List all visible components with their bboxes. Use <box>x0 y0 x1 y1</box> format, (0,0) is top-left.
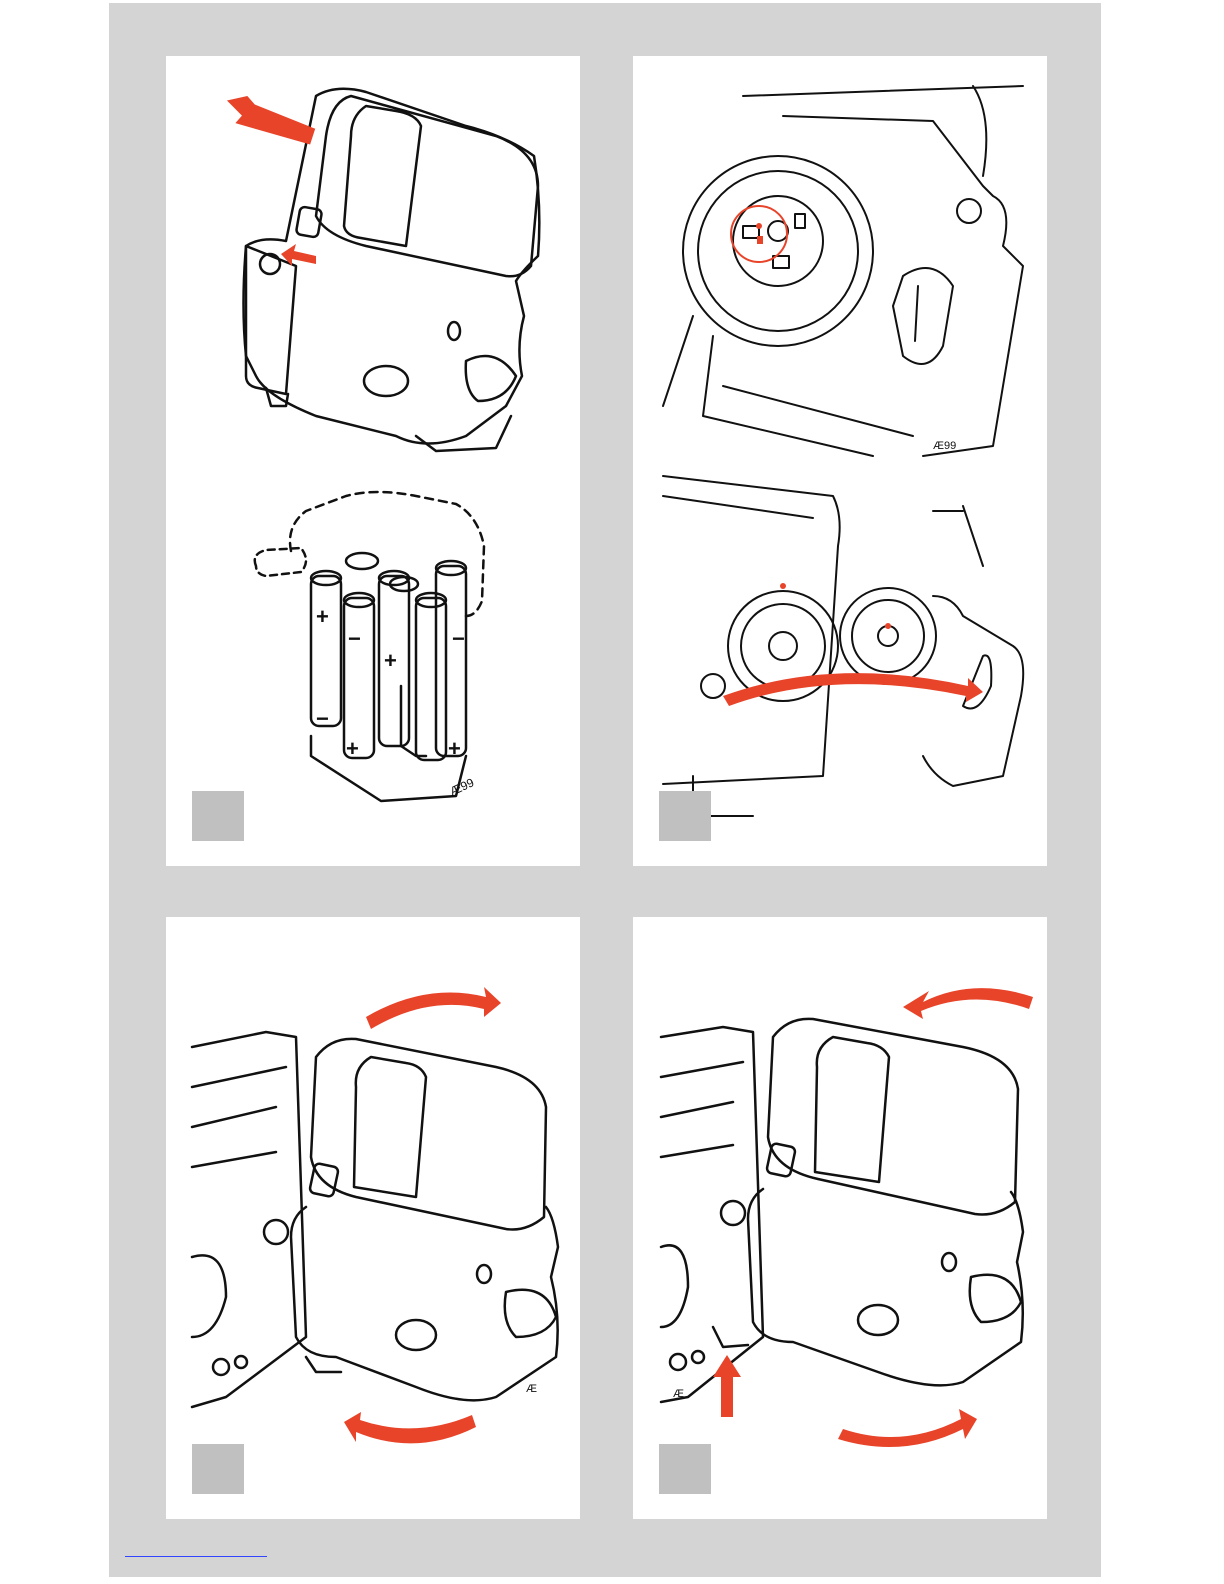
connector-mount-illustration: Æ99 <box>633 56 1047 866</box>
flash-attach-illustration: Æ <box>166 917 580 1519</box>
battery-plus-mark: + <box>316 604 329 629</box>
illustration-panel-2: Æ99 <box>633 56 1047 866</box>
step-badge <box>192 1444 244 1494</box>
footer-link-underline <box>125 1556 267 1557</box>
rotate-arrow-icon <box>344 1412 476 1443</box>
artist-signature: Æ99 <box>933 440 956 452</box>
rotate-arrow-icon <box>366 987 501 1029</box>
step-badge <box>192 791 244 841</box>
flash-unit-battery-illustration: + − + − − + + Æ99 <box>166 56 580 866</box>
step-badge <box>659 1444 711 1494</box>
artist-signature: Æ99 <box>447 775 476 799</box>
battery-minus-mark: − <box>316 706 329 731</box>
rotate-arrow-icon <box>838 1409 977 1447</box>
push-arrow-icon <box>713 1355 741 1417</box>
step-badge <box>659 791 711 841</box>
battery-plus-mark: + <box>384 648 397 673</box>
page-background: + − + − − + + Æ99 <box>109 3 1101 1577</box>
illustration-panel-1: + − + − − + + Æ99 <box>166 56 580 866</box>
illustration-panel-4: Æ <box>633 917 1047 1519</box>
artist-signature: Æ <box>526 1383 537 1395</box>
flash-release-illustration: Æ <box>633 917 1047 1519</box>
battery-plus-mark: + <box>346 736 359 761</box>
battery-plus-mark: + <box>448 736 461 761</box>
rotate-arrow-icon <box>903 988 1033 1019</box>
battery-minus-mark: − <box>348 626 361 651</box>
curved-arrow-icon <box>723 673 983 706</box>
battery-minus-mark: − <box>452 626 465 651</box>
artist-signature: Æ <box>673 1388 684 1400</box>
illustration-panel-3: Æ <box>166 917 580 1519</box>
footer-link[interactable] <box>125 1556 267 1558</box>
